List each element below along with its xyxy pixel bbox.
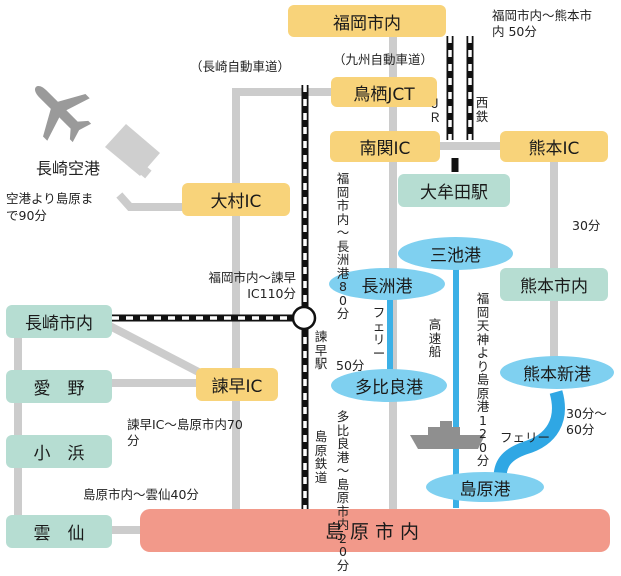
taira-shimabara-time: 多比良港～島原市内20分: [336, 409, 350, 573]
shimabara-city-box: 島原市内: [140, 509, 610, 552]
nagasu-port: 長洲港: [329, 268, 445, 300]
tenjin-shimabara-time: 福岡天神より島原港120分: [476, 291, 490, 468]
omuta-station-box: 大牟田駅: [398, 174, 510, 207]
taira-port: 多比良港: [331, 369, 447, 402]
isahaya-station-label: 諫早駅: [314, 329, 328, 371]
shinko-ferry-time: 30分～60分: [566, 406, 607, 437]
kumamoto-ic-city-time: 30分: [572, 218, 601, 233]
airplane-icon: [35, 86, 92, 143]
nankan-ic-box: 南関IC: [330, 131, 440, 162]
fukuoka-city-box: 福岡市内: [288, 5, 446, 37]
airport-runway: [105, 124, 160, 179]
shimabara-railway-label: 島原鉄道: [314, 429, 328, 485]
jr-label: ＪＲ: [428, 96, 442, 125]
ferry-label-nagasu: フェリー: [372, 305, 386, 361]
tosu-jct-box: 鳥栖JCT: [331, 77, 437, 107]
high-speed-boat-label: 高速船: [428, 317, 442, 359]
ferry-label-shinko: フェリー: [500, 430, 551, 445]
isahaya-shimabara-time: 諫早IC～島原市内70分: [127, 417, 243, 448]
nagasaki-expressway-label: （長崎自動車道）: [190, 59, 291, 74]
nagasaki-airport-label: 長崎空港: [36, 159, 101, 178]
aino-box: 愛 野: [6, 370, 112, 403]
kumamoto-ic-box: 熊本IC: [500, 131, 608, 162]
kumamoto-city-box: 熊本市内: [500, 268, 608, 301]
obama-box: 小 浜: [6, 435, 112, 468]
omura-ic-box: 大村IC: [182, 183, 290, 216]
shimabara-unzen-time: 島原市内～雲仙40分: [83, 487, 199, 502]
shimabara-port: 島原港: [426, 472, 544, 502]
road-airport: [116, 192, 186, 211]
airport-time-note: 空港より島原まで90分: [6, 191, 94, 223]
ship-icon: [410, 421, 485, 449]
fukuoka-isahaya-time: 福岡市内～諫早IC110分: [208, 270, 296, 301]
fukuoka-nagasu-time: 福岡市内～長洲港80分: [336, 171, 350, 321]
nishitetsu-label: 西鉄: [475, 95, 489, 124]
kumamoto-shinko-port: 熊本新港: [500, 356, 614, 389]
ferry-route-shinko: [493, 390, 565, 479]
fukuoka-kumamoto-time: 福岡市内～熊本市内 50分: [492, 8, 593, 39]
unzen-box: 雲 仙: [6, 515, 112, 548]
road-nagasaki-isahaya: [102, 319, 216, 384]
isahaya-junction: [291, 305, 317, 331]
isahaya-ic-box: 諫早IC: [196, 368, 278, 401]
kyushu-expressway-label: （九州自動車道）: [333, 52, 434, 67]
nagasaki-city-box: 長崎市内: [6, 305, 112, 338]
ferry-time-nagasu: 50分: [336, 358, 365, 373]
miike-port: 三池港: [398, 237, 513, 270]
